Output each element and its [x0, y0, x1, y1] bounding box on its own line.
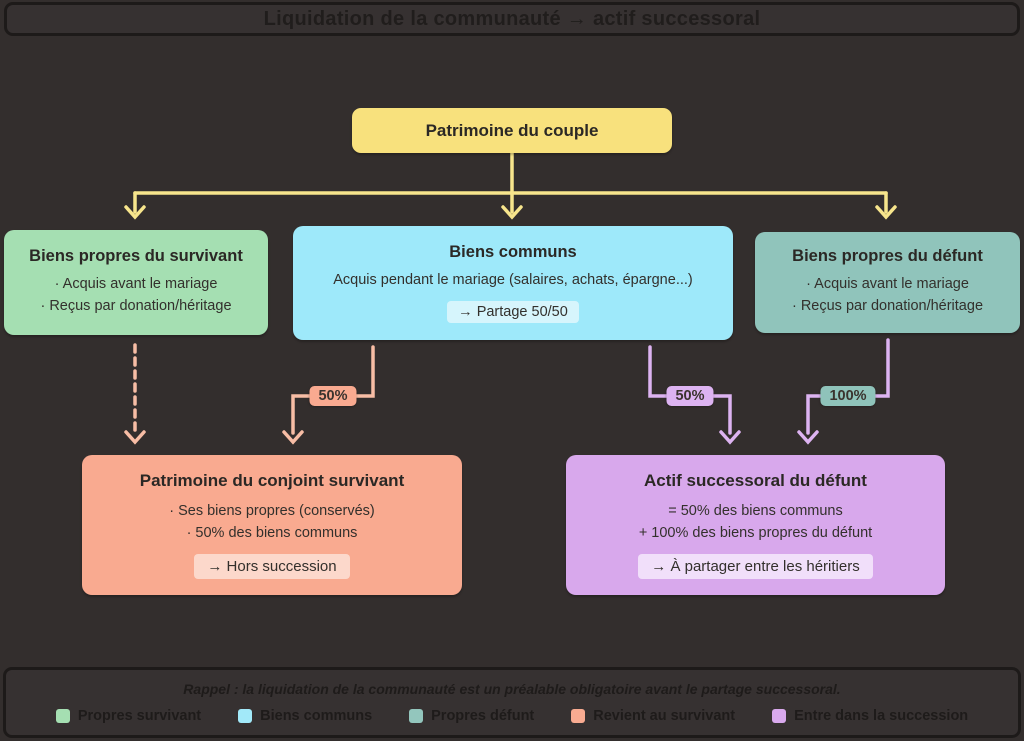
flow-label-own-to-estate: 100% [820, 386, 876, 406]
deceased-own-bullet: · Acquis avant le mariage [806, 276, 969, 293]
legend: Propres survivant Biens communs Propres … [55, 708, 968, 724]
community-property-box: Biens communs Acquis pendant le mariage … [293, 226, 733, 340]
succession-assets-title: Actif successoral du défunt [644, 471, 867, 491]
survivor-own-property-box: Biens propres du survivant · Acquis avan… [4, 230, 268, 335]
survivor-estate-bullet: · Ses biens propres (conservés) [169, 503, 375, 520]
survivor-estate-box: Patrimoine du conjoint survivant · Ses b… [82, 455, 462, 595]
community-body: Acquis pendant le mariage (salaires, ach… [333, 272, 693, 289]
flow-label-common-to-survivor: 50% [309, 386, 357, 406]
footer-note: Rappel : la liquidation de la communauté… [183, 681, 841, 697]
couple-estate-label: Patrimoine du couple [425, 120, 599, 140]
legend-item-to-succession: Entre dans la succession [772, 708, 968, 724]
succession-assets-box: Actif successoral du défunt = 50% des bi… [566, 455, 945, 595]
title-bar: Liquidation de la communauté → actif suc… [4, 2, 1020, 36]
survivor-estate-bullet: · 50% des biens communs [186, 525, 358, 541]
deceased-own-bullet: · Reçus par donation/héritage [791, 298, 984, 314]
legend-item-deceased-own: Propres défunt [409, 708, 534, 724]
survivor-estate-title: Patrimoine du conjoint survivant [139, 471, 405, 491]
community-split-badge: → Partage 50/50 [447, 300, 579, 323]
footer-panel: Rappel : la liquidation de la communauté… [3, 667, 1021, 738]
page-title: Liquidation de la communauté → actif suc… [263, 7, 761, 30]
survivor-own-bullet: · Acquis avant le mariage [54, 276, 218, 293]
legend-label: Revient au survivant [593, 708, 736, 724]
legend-label: Entre dans la succession [794, 708, 969, 724]
survivor-estate-badge: → Hors succession [194, 553, 350, 579]
legend-label: Propres survivant [77, 708, 202, 724]
deceased-own-property-box: Biens propres du défunt · Acquis avant l… [755, 232, 1020, 333]
arrow-survivor-own-kept [124, 343, 146, 445]
succession-assets-badge: → À partager entre les héritiers [638, 553, 873, 579]
legend-swatch-green [55, 709, 70, 723]
deceased-own-title: Biens propres du défunt [792, 247, 983, 266]
community-title: Biens communs [449, 243, 577, 262]
legend-item-survivor-own: Propres survivant [55, 708, 202, 724]
couple-estate-box: Patrimoine du couple [352, 108, 672, 153]
survivor-own-title: Biens propres du survivant [29, 247, 243, 266]
succession-assets-line: + 100% des biens propres du défunt [638, 525, 873, 541]
succession-assets-line: = 50% des biens communs [668, 503, 843, 520]
survivor-own-bullet: · Reçus par donation/héritage [40, 298, 232, 314]
legend-label: Biens communs [260, 708, 373, 724]
legend-swatch-cyan [238, 709, 253, 723]
legend-swatch-purple [772, 709, 787, 723]
flow-label-common-to-estate: 50% [666, 386, 714, 406]
legend-label: Propres défunt [431, 708, 535, 724]
legend-item-common: Biens communs [238, 708, 372, 724]
legend-swatch-salmon [571, 709, 586, 723]
legend-swatch-teal [409, 709, 424, 723]
arrow-couple-split [124, 151, 897, 220]
legend-item-to-survivor: Revient au survivant [571, 708, 735, 724]
